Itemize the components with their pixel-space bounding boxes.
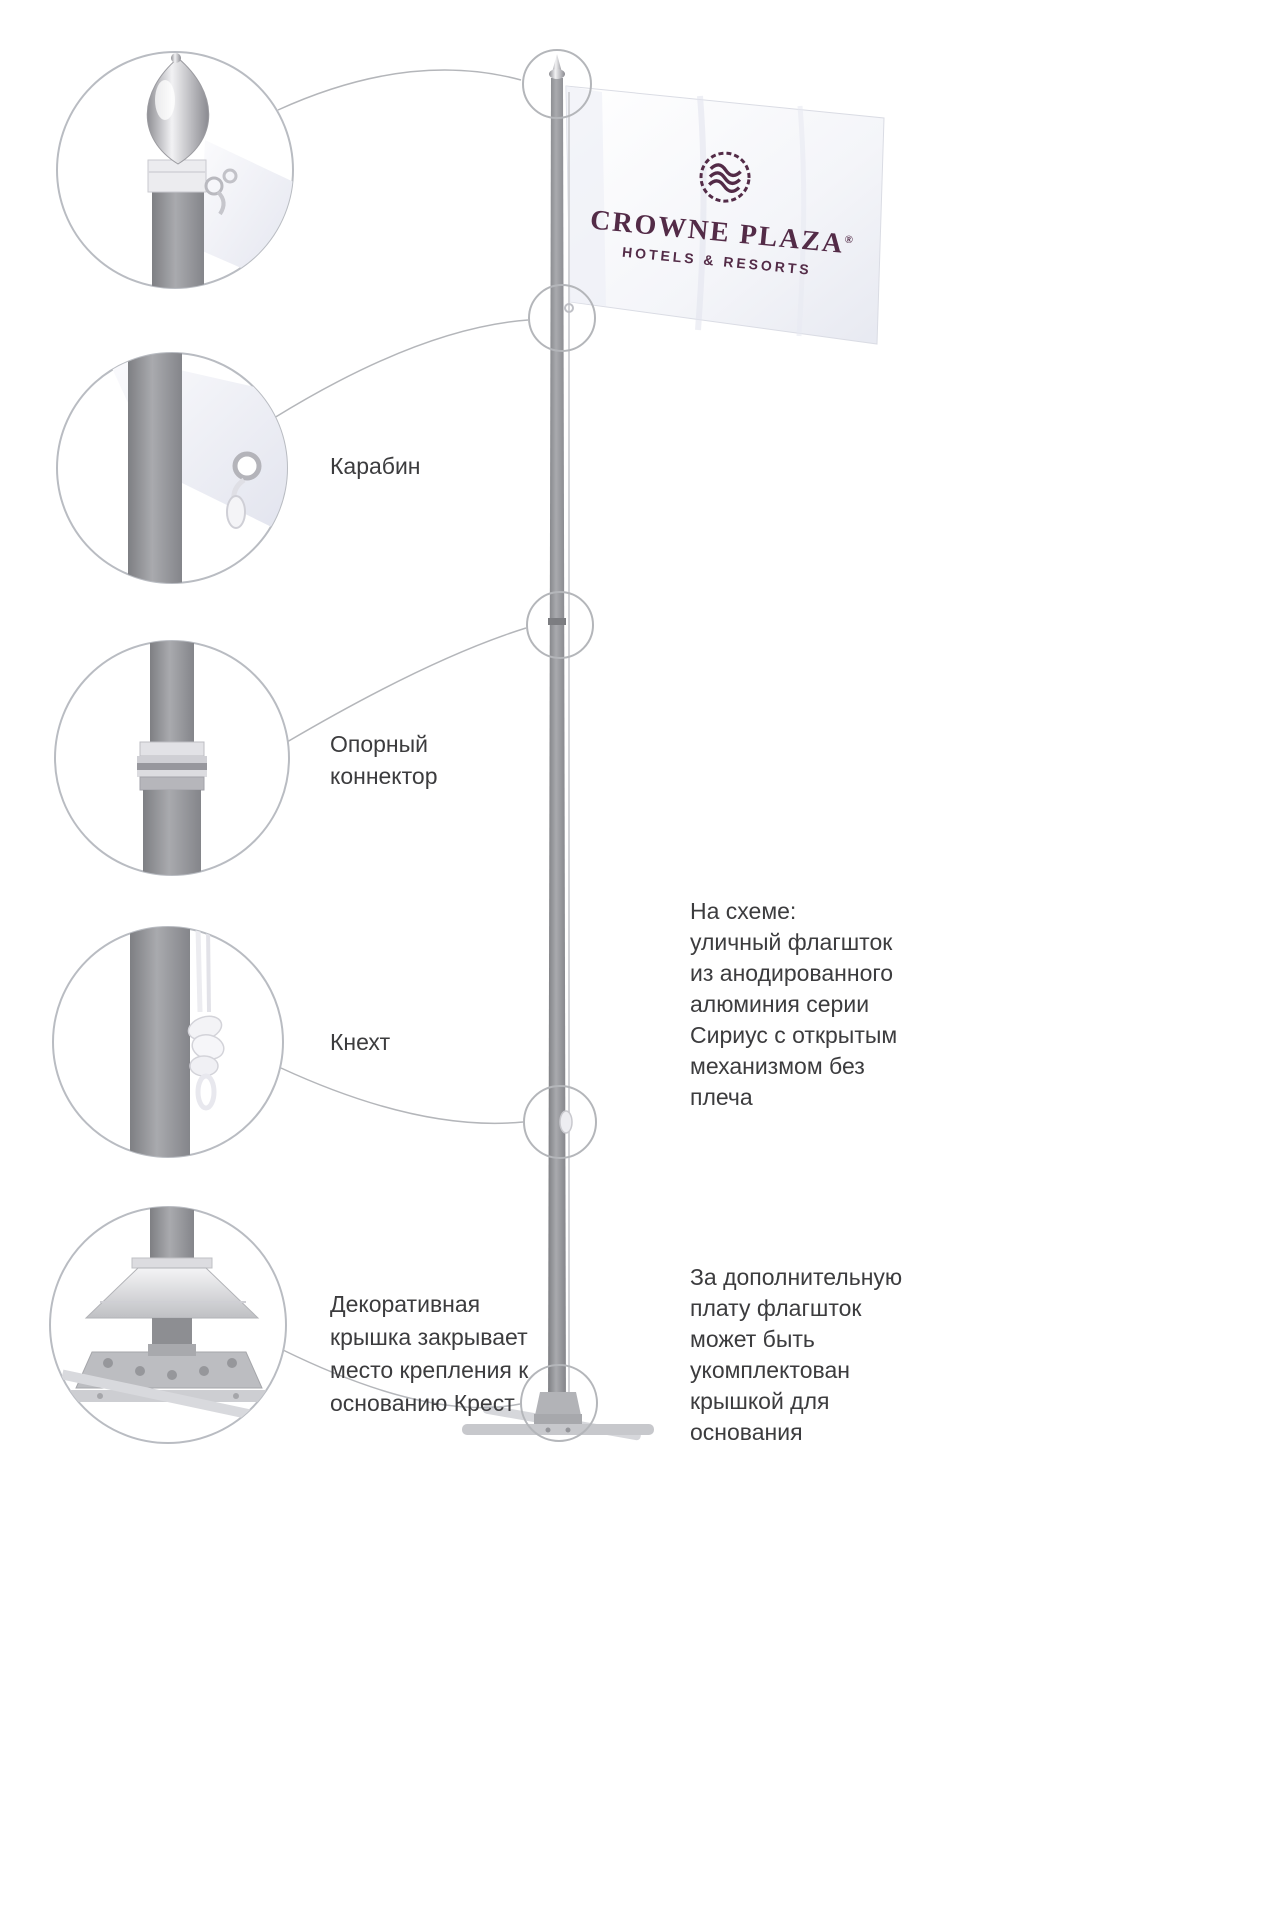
annotation-scheme-description: На схеме: уличный флагшток из анодирован… — [690, 898, 898, 1110]
zoom-source-circles — [520, 49, 598, 1442]
annotation-base-option: За дополнительную плату флагшток может б… — [690, 1264, 903, 1445]
detail-circle-connector — [54, 640, 290, 876]
callout-label-connector: Опорный коннектор — [330, 731, 438, 789]
zoom-source-carabiner — [528, 284, 596, 352]
flag — [565, 85, 885, 345]
leader-base — [282, 1349, 521, 1409]
leader-lines — [273, 69, 529, 1409]
zoom-source-cleat — [523, 1085, 597, 1159]
detail-circle-carabiner — [56, 352, 288, 584]
detail-circle-finial — [56, 51, 294, 289]
leader-finial — [277, 69, 522, 111]
flag-eyelet — [564, 303, 574, 313]
registered-mark: ® — [844, 233, 856, 247]
zoom-source-finial — [522, 49, 592, 119]
flag-logo: CROWNE PLAZA® HOTELS & RESORTS — [587, 136, 857, 281]
flagpole-mast — [462, 54, 654, 1441]
zoom-source-base — [520, 1364, 598, 1442]
detail-circle-base-cover — [49, 1206, 287, 1444]
pole-joint — [548, 618, 566, 625]
finial-tip — [549, 54, 565, 79]
leader-carabiner — [273, 319, 529, 419]
crowne-plaza-logo-icon — [699, 151, 751, 203]
leader-cleat — [280, 1067, 524, 1125]
leader-connector — [286, 627, 527, 743]
callout-label-base-cover: Декоративная крышка закрывает место креп… — [330, 1291, 529, 1416]
detail-circle-cleat — [52, 926, 284, 1158]
zoom-source-connector — [526, 591, 594, 659]
callout-label-cleat: Кнехт — [330, 1029, 391, 1055]
cleat-on-mast — [559, 1110, 573, 1134]
callout-label-carabiner: Карабин — [330, 453, 421, 479]
